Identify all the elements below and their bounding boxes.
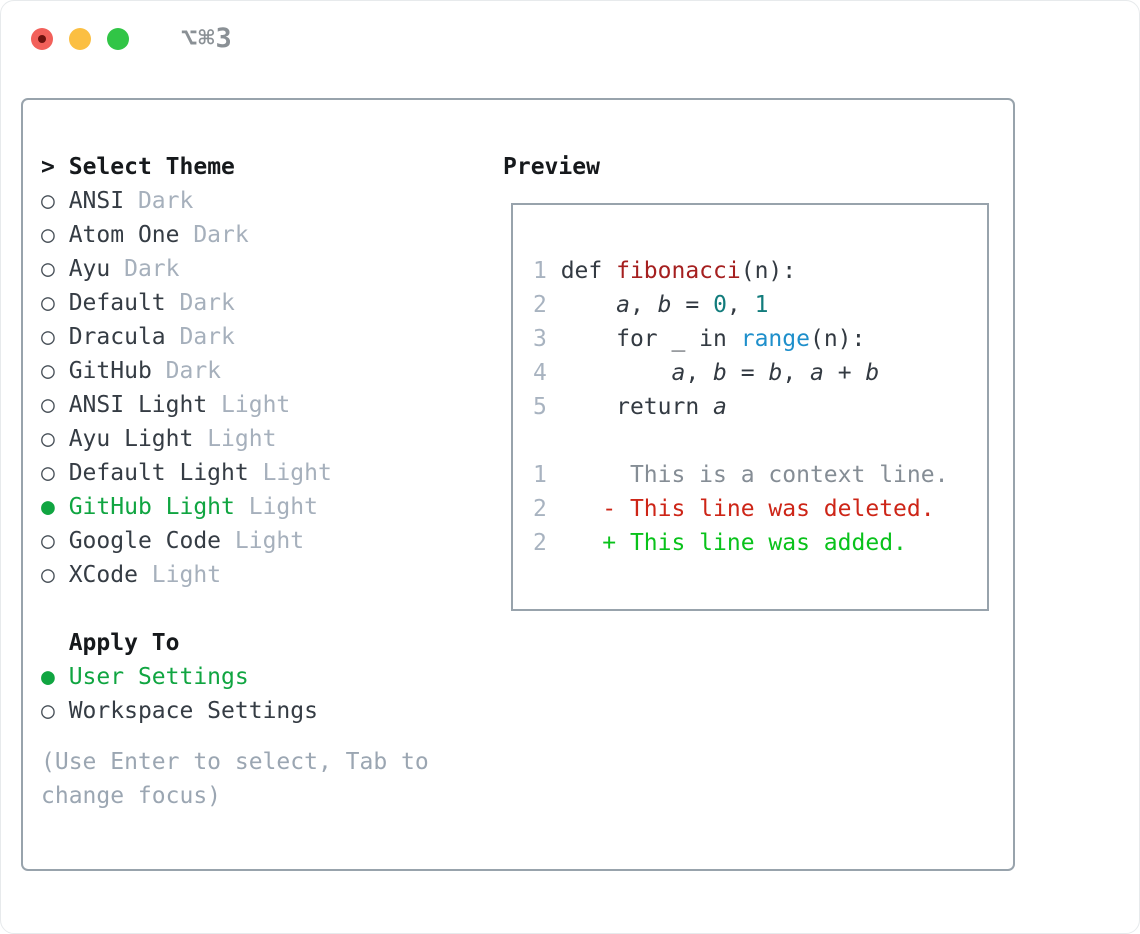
line-number: 4: [533, 360, 561, 386]
minimize-window-icon[interactable]: [69, 27, 91, 50]
radio-icon: ○: [41, 392, 55, 418]
theme-picker-panel: > Select Theme ○ ANSI Dark○ Atom One Dar…: [21, 98, 1015, 871]
theme-option-ansi-light[interactable]: ○ ANSI Light Light: [41, 388, 493, 422]
theme-option-atom-one[interactable]: ○ Atom One Dark: [41, 218, 493, 252]
cursor-chevron-icon: >: [41, 154, 55, 180]
apply-option-label: Workspace Settings: [54, 698, 318, 724]
theme-name: ANSI Light: [54, 392, 208, 418]
code-line: 4 a, b = b, a + b: [533, 360, 880, 386]
code-line: 3 for _ in range(n):: [533, 326, 866, 352]
apply-to-section: Apply To ● User Settings○ Workspace Sett…: [41, 626, 493, 728]
radio-icon: ○: [41, 256, 55, 282]
theme-option-github-light[interactable]: ● GitHub Light Light: [41, 490, 493, 524]
apply-option-label: User Settings: [54, 664, 249, 690]
line-number: 1: [533, 258, 561, 284]
theme-name: XCode: [54, 562, 138, 588]
code-line: 2 a, b = 0, 1: [533, 292, 769, 318]
code-line: 2 - This line was deleted.: [533, 496, 935, 522]
theme-option-ayu[interactable]: ○ Ayu Dark: [41, 252, 493, 286]
radio-selected-icon: ●: [41, 664, 55, 690]
theme-variant: Dark: [124, 188, 194, 214]
maximize-window-icon[interactable]: [107, 27, 129, 50]
theme-variant: Light: [221, 528, 305, 554]
radio-icon: ○: [41, 460, 55, 486]
theme-name: Default: [54, 290, 166, 316]
theme-variant: Light: [234, 494, 318, 520]
preview-header: Preview: [503, 154, 600, 180]
theme-variant: Light: [207, 392, 291, 418]
theme-menu: > Select Theme ○ ANSI Dark○ Atom One Dar…: [41, 150, 493, 592]
theme-name: GitHub Light: [54, 494, 235, 520]
radio-icon: ○: [41, 324, 55, 350]
code-preview: 1 def fibonacci(n): 2 a, b = 0, 1 3 for _ …: [533, 254, 987, 560]
line-number: 3: [533, 326, 561, 352]
theme-variant: Dark: [179, 222, 249, 248]
line-number: [533, 428, 547, 454]
line-number: 2: [533, 530, 561, 556]
theme-option-github[interactable]: ○ GitHub Dark: [41, 354, 493, 388]
code-line: 5 return a: [533, 394, 727, 420]
theme-name: Dracula: [54, 324, 166, 350]
radio-icon: ○: [41, 528, 55, 554]
apply-option-workspace-settings[interactable]: ○ Workspace Settings: [41, 694, 493, 728]
theme-option-xcode[interactable]: ○ XCode Light: [41, 558, 493, 592]
radio-icon: ○: [41, 562, 55, 588]
apply-to-header-label: Apply To: [68, 630, 180, 656]
line-number: 1: [533, 462, 561, 488]
theme-option-google-code[interactable]: ○ Google Code Light: [41, 524, 493, 558]
select-theme-header: > Select Theme: [41, 150, 493, 184]
radio-icon: ○: [41, 188, 55, 214]
theme-variant: Light: [248, 460, 332, 486]
preview-pane: 1 def fibonacci(n): 2 a, b = 0, 1 3 for _ …: [511, 203, 989, 611]
code-line: 2 + This line was added.: [533, 530, 907, 556]
line-number: 2: [533, 292, 561, 318]
radio-selected-icon: ●: [41, 494, 55, 520]
line-number: 2: [533, 496, 561, 522]
radio-icon: ○: [41, 222, 55, 248]
code-line: 1 def fibonacci(n):: [533, 258, 797, 284]
theme-name: Google Code: [54, 528, 222, 554]
theme-name: Default Light: [54, 460, 249, 486]
line-number: 5: [533, 394, 561, 420]
title-bar: ⌥⌘3: [1, 1, 1139, 76]
theme-option-ayu-light[interactable]: ○ Ayu Light Light: [41, 422, 493, 456]
theme-name: ANSI: [54, 188, 125, 214]
window-title: ⌥⌘3: [181, 23, 233, 54]
theme-variant: Dark: [165, 290, 235, 316]
theme-variant: Dark: [151, 358, 222, 384]
radio-icon: ○: [41, 426, 55, 452]
theme-option-default[interactable]: ○ Default Dark: [41, 286, 493, 320]
theme-name: Ayu Light: [54, 426, 194, 452]
theme-name: GitHub: [54, 358, 152, 384]
theme-variant: Light: [137, 562, 222, 588]
keyboard-hint: (Use Enter to select, Tab to change focu…: [41, 749, 429, 809]
select-theme-header-label: Select Theme: [68, 154, 235, 180]
apply-to-header: Apply To: [41, 626, 493, 660]
radio-icon: ○: [41, 698, 55, 724]
apply-option-user-settings[interactable]: ● User Settings: [41, 660, 493, 694]
theme-option-ansi[interactable]: ○ ANSI Dark: [41, 184, 493, 218]
theme-option-dracula[interactable]: ○ Dracula Dark: [41, 320, 493, 354]
apply-to-list: ● User Settings○ Workspace Settings: [41, 660, 493, 728]
radio-icon: ○: [41, 290, 55, 316]
code-line: [533, 424, 987, 458]
theme-variant: Dark: [165, 324, 235, 350]
theme-variant: Light: [193, 426, 277, 452]
theme-option-default-light[interactable]: ○ Default Light Light: [41, 456, 493, 490]
theme-list: ○ ANSI Dark○ Atom One Dark○ Ayu Dark○ De…: [41, 184, 493, 592]
theme-variant: Dark: [110, 256, 180, 282]
theme-name: Atom One: [54, 222, 180, 248]
code-line: 1 This is a context line.: [533, 462, 949, 488]
radio-icon: ○: [41, 358, 55, 384]
close-window-icon[interactable]: [31, 27, 53, 50]
theme-name: Ayu: [54, 256, 111, 282]
